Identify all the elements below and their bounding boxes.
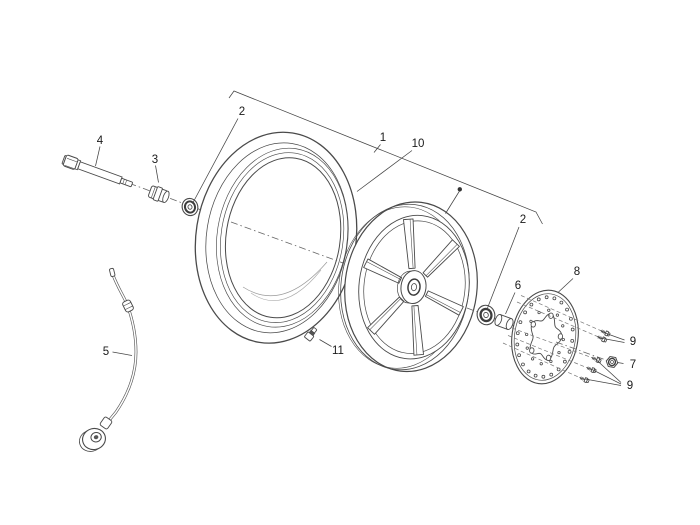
callout-11: 11: [332, 345, 344, 357]
callout-6: 6: [515, 280, 521, 292]
brake-disc: [511, 289, 579, 385]
assembly-dashed-lines: [502, 295, 601, 378]
callout-2-right: 2: [520, 214, 526, 226]
tire: [194, 131, 358, 344]
callout-labels: 4 3 2 1 10 2 6 8 9 7 9 5 11: [97, 106, 636, 392]
callout-leaders: [95, 90, 625, 386]
bearing-left: [181, 197, 199, 217]
callout-4: 4: [97, 135, 104, 147]
disc-screws: [579, 329, 611, 383]
brake-hose: [79, 267, 138, 452]
wheel-rim: [338, 201, 478, 373]
hose-grommet: [122, 299, 134, 313]
spacer: [494, 314, 514, 330]
callout-9-top: 9: [630, 336, 636, 348]
rim-spokes: [363, 218, 464, 356]
callout-7: 7: [630, 359, 636, 371]
wheel-axle: [61, 154, 133, 188]
spacer-bushing: [148, 185, 170, 204]
callout-9-bottom: 9: [627, 380, 633, 392]
tire-valve: [304, 327, 318, 342]
callout-2-left: 2: [239, 106, 245, 118]
disc-drill-holes: [515, 295, 575, 379]
callout-3: 3: [152, 154, 158, 166]
callout-5: 5: [103, 346, 109, 358]
disc-mounting-holes: [529, 312, 564, 362]
callout-8: 8: [574, 266, 580, 278]
callout-1: 1: [380, 132, 386, 144]
callout-10: 10: [412, 138, 425, 150]
hose-ring-end: [79, 427, 106, 452]
tire-inner-far-edge-2: [250, 269, 322, 301]
bearing-right: [476, 304, 496, 326]
assembly-bracket: [228, 90, 543, 225]
axis-centerline-nut: [555, 341, 607, 361]
axis-centerline-mid: [230, 221, 344, 264]
tire-inner-far-edge: [242, 261, 328, 297]
leader-dot: [457, 187, 462, 192]
axle-nut: [605, 356, 619, 368]
